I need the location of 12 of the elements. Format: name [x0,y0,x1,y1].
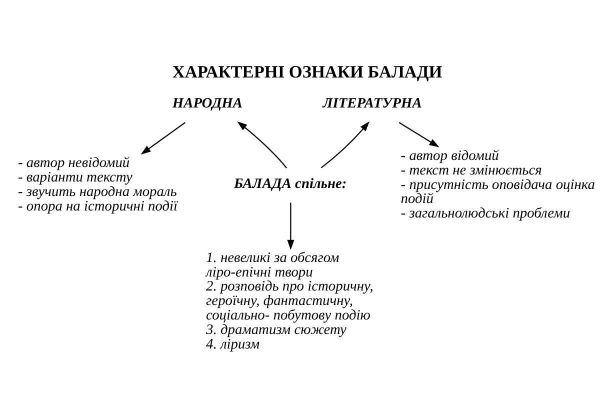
node-text: 1. невеликі за обсягом ліро-епічні твори 2. розповідь про історичну, героїчну, фантастичну, соціально- побутову подію 3. драматизм сюжету 4. ліризм [206,250,374,352]
diagram-title: ХАРАКТЕРНІ ОЗНАКИ БАЛАДИ [172,62,442,82]
node-text: БАЛАДА спільне: [234,176,347,192]
node-text: НАРОДНА [172,95,243,112]
node-text: - автор відомий - текст не змінюється - присутність оповідача оцінка подій - загальнолюдські проблеми [400,148,596,222]
arrow [320,121,370,168]
arrow [287,202,294,250]
arrow [140,122,186,154]
arrow [398,122,440,148]
arrow [237,121,287,168]
node-text: ЛІТЕРАТУРНА [322,95,422,112]
node-text: - автор невідомий - варіанти тексту - звучить народна мораль - опора на історичні події [18,155,178,214]
